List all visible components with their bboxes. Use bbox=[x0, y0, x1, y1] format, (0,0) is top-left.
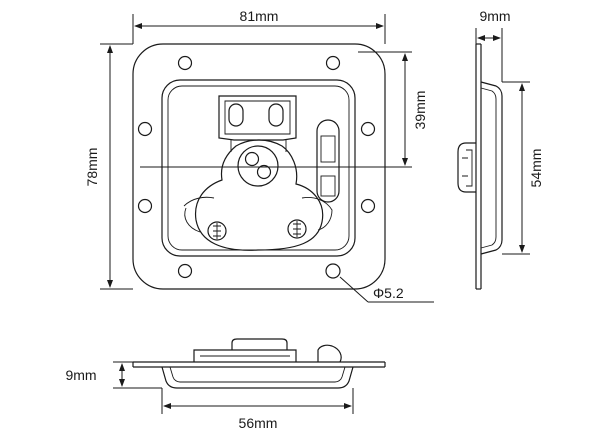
mounting-hole bbox=[137, 198, 153, 214]
catch-slot bbox=[316, 119, 340, 203]
pivot-boss bbox=[237, 145, 279, 187]
mounting-hole bbox=[325, 55, 341, 71]
front-view: 81mm 78mm 39mm Φ5.2 bbox=[84, 8, 434, 303]
mounting-hole bbox=[137, 121, 153, 137]
butterfly-handle bbox=[183, 139, 333, 251]
mounting-hole bbox=[177, 55, 193, 71]
bottom-view: 9mm 56mm bbox=[65, 338, 386, 431]
dim-label-side-height: 54mm bbox=[528, 149, 544, 188]
side-view: 9mm 54mm bbox=[457, 8, 544, 290]
inner-dish bbox=[161, 79, 356, 257]
pivot-hole bbox=[256, 164, 272, 180]
hole-leader bbox=[339, 276, 369, 303]
dim-label-inner: 39mm bbox=[412, 91, 428, 130]
dim-label-side-depth: 9mm bbox=[479, 8, 510, 24]
hinge-bracket bbox=[218, 95, 297, 152]
dim-label-bottom-depth: 9mm bbox=[65, 367, 96, 383]
dim-label-height: 78mm bbox=[84, 148, 100, 187]
mounting-hole bbox=[360, 121, 376, 137]
mounting-hole-dimensioned bbox=[325, 263, 341, 279]
screw-right bbox=[287, 219, 307, 239]
dim-label-width: 81mm bbox=[240, 8, 279, 24]
side-handle bbox=[457, 142, 476, 193]
screw-left bbox=[207, 221, 227, 241]
pivot-hole bbox=[244, 151, 260, 167]
dim-label-bottom-width: 56mm bbox=[239, 415, 278, 431]
bottom-dish bbox=[161, 366, 354, 389]
mounting-hole bbox=[360, 198, 376, 214]
bottom-handle bbox=[193, 349, 297, 362]
dim-label-hole: Φ5.2 bbox=[373, 285, 404, 301]
mounting-holes bbox=[137, 55, 376, 279]
mounting-hole bbox=[177, 263, 193, 279]
side-dish bbox=[480, 81, 503, 255]
